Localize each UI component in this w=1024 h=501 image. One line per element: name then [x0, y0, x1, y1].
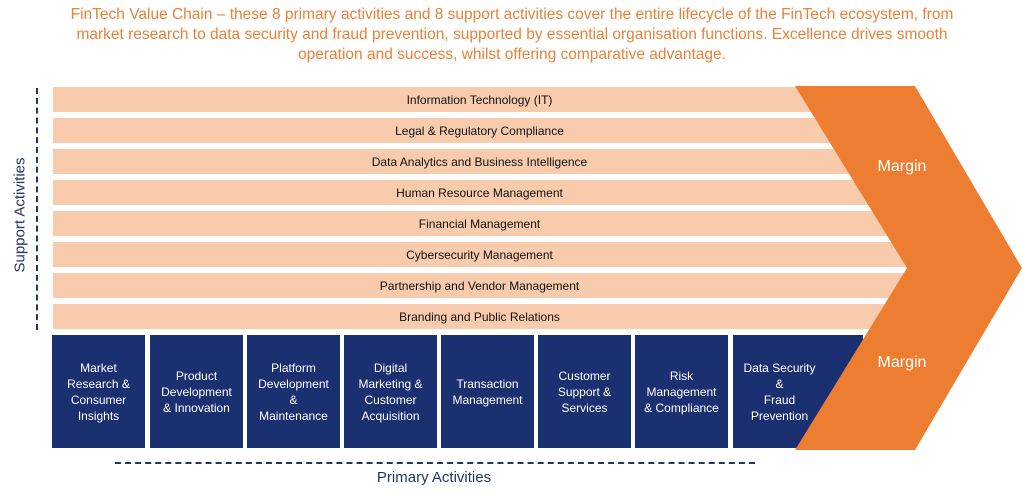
- primary-label-customer-support: Customer Support & Services: [557, 368, 612, 415]
- primary-box-product-development: Product Development & Innovation: [150, 335, 243, 448]
- support-row-it: Information Technology (IT): [52, 86, 907, 113]
- primary-label-digital-marketing: Digital Marketing & Customer Acquisition: [358, 360, 423, 423]
- margin-label-primary: Margin: [877, 354, 927, 371]
- support-row-financial-management: Financial Management: [52, 210, 907, 237]
- support-row-legal-compliance: Legal & Regulatory Compliance: [52, 117, 907, 144]
- title-line-2: market research to data security and fra…: [76, 26, 948, 43]
- primary-box-digital-marketing: Digital Marketing & Customer Acquisition: [344, 335, 437, 448]
- primary-box-market-research: Market Research & Consumer Insights: [52, 335, 145, 448]
- margin-chevron-shape: [795, 86, 1022, 450]
- support-row-cybersecurity: Cybersecurity Management: [52, 241, 907, 268]
- primary-label-platform-development: Platform Development & Maintenance: [258, 360, 329, 423]
- primary-box-risk-management: Risk Management & Compliance: [635, 335, 728, 448]
- primary-label-product-development: Product Development & Innovation: [161, 368, 232, 415]
- primary-box-transaction-management: Transaction Management: [441, 335, 534, 448]
- primary-label-data-security: Data Security & Fraud Prevention: [743, 360, 816, 423]
- diagram-title: FinTech Value Chain – these 8 primary ac…: [0, 5, 1024, 65]
- support-dashed-line: [36, 88, 38, 330]
- support-row-data-analytics: Data Analytics and Business Intelligence: [52, 148, 907, 175]
- title-line-1: FinTech Value Chain – these 8 primary ac…: [70, 6, 954, 23]
- title-line-3: operation and success, whilst offering c…: [298, 46, 726, 63]
- primary-activities-label: Primary Activities: [376, 469, 492, 486]
- primary-label-market-research: Market Research & Consumer Insights: [67, 360, 130, 423]
- support-row-branding-pr: Branding and Public Relations: [52, 303, 907, 330]
- primary-box-customer-support: Customer Support & Services: [538, 335, 631, 448]
- support-row-partnership-vendor: Partnership and Vendor Management: [52, 272, 907, 299]
- support-row-human-resources: Human Resource Management: [52, 179, 907, 206]
- margin-label-support: Margin: [877, 158, 927, 175]
- primary-label-risk-management: Risk Management & Compliance: [644, 368, 719, 415]
- primary-box-platform-development: Platform Development & Maintenance: [247, 335, 340, 448]
- primary-label-transaction-management: Transaction Management: [452, 376, 523, 407]
- primary-dashed-line: [115, 462, 755, 464]
